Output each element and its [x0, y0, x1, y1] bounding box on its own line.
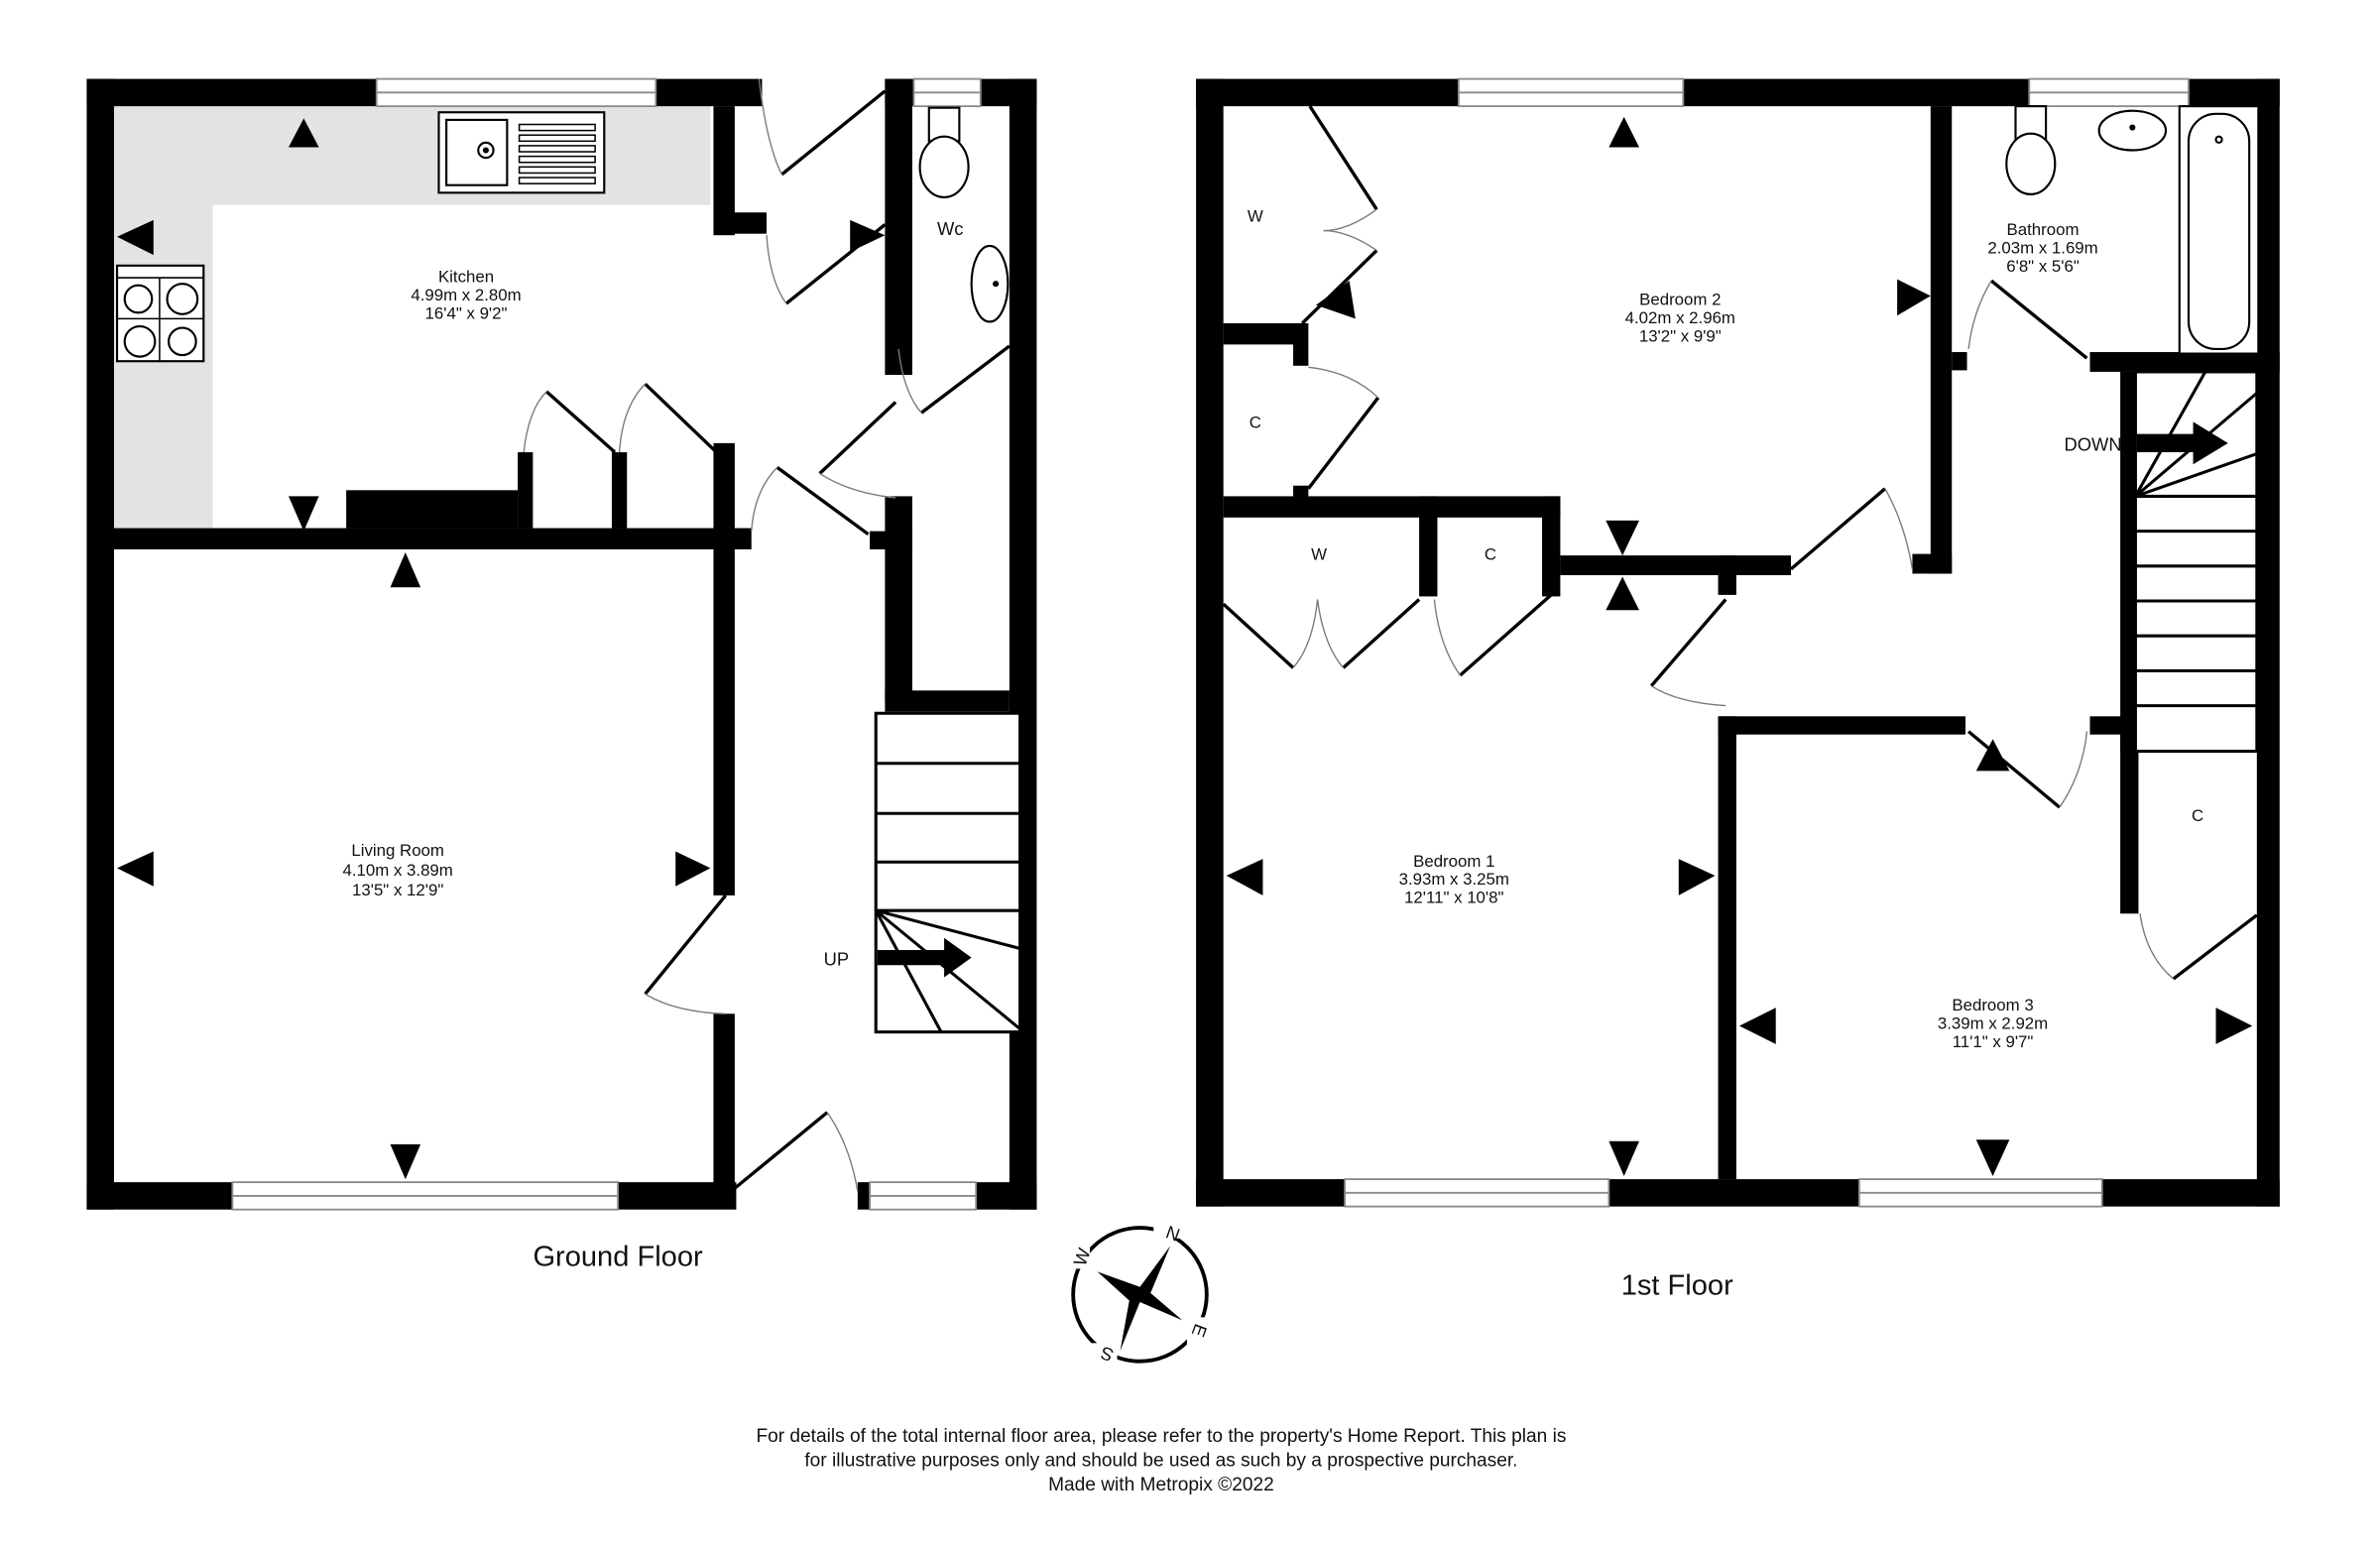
- bedroom-1-window: [1344, 1178, 1610, 1208]
- bathroom-toilet-icon: [2005, 105, 2057, 195]
- bath-tub-icon: [2178, 105, 2260, 355]
- bedroom-2-door[interactable]: [1789, 487, 1914, 571]
- wardrobe-label-1: W: [1248, 206, 1263, 225]
- bedroom-1-label: Bedroom 1: [1413, 852, 1494, 871]
- wardrobe-doors-bedroom-2: [1301, 105, 1378, 325]
- first-floor-title: 1st Floor: [1621, 1269, 1733, 1301]
- cupboard-door-bedroom-3: [2139, 913, 2258, 981]
- first-floor-staircase: [2133, 370, 2259, 754]
- first-floor-orientation-arrows: [1226, 116, 2253, 1177]
- bedroom-3-metric: 3.39m x 2.92m: [1938, 1014, 2048, 1033]
- bedroom-3-door[interactable]: [1966, 730, 2088, 809]
- kitchen-label: Kitchen: [438, 268, 494, 287]
- hall-to-kitchen-door[interactable]: [751, 401, 897, 537]
- down-arrow-icon: [2136, 421, 2228, 465]
- wc-door[interactable]: [897, 344, 1011, 415]
- kitchen-cupboard-doors: [523, 382, 718, 454]
- bedroom-3-imperial: 11'1" x 9'7": [1953, 1032, 2034, 1051]
- down-label: DOWN: [2064, 434, 2121, 455]
- wardrobe-label-2: W: [1311, 545, 1327, 564]
- bathroom-metric: 2.03m x 1.69m: [1987, 239, 2097, 258]
- cupboard-label-1: C: [1250, 414, 1261, 432]
- bedroom-3-window: [1857, 1178, 2103, 1208]
- bathroom-basin-icon: [2097, 109, 2168, 152]
- front-door-window: [869, 1181, 978, 1211]
- living-room-window: [231, 1181, 619, 1211]
- living-room-imperial: 13'5" x 12'9": [352, 881, 443, 899]
- cupboard-label-2: C: [1485, 545, 1496, 564]
- orientation-arrows: [117, 118, 886, 1180]
- toilet-icon: [918, 106, 970, 199]
- bedroom-1-door[interactable]: [1649, 598, 1727, 707]
- bathroom-imperial: 6'8" x 5'6": [2006, 257, 2080, 276]
- bedroom-2-label: Bedroom 2: [1639, 291, 1721, 309]
- ground-staircase: [874, 711, 1022, 1034]
- bathroom-label: Bathroom: [2007, 220, 2080, 239]
- kitchen-counter: [113, 106, 711, 529]
- cupboard-door-bedroom-2: [1307, 366, 1380, 490]
- bedroom-1-metric: 3.93m x 3.25m: [1399, 870, 1509, 889]
- hob-icon: [115, 264, 205, 363]
- ground-floor-plan: Kitchen 4.99m x 2.80m 16'4" x 9'2" Livin…: [86, 77, 1037, 1272]
- up-label: UP: [824, 948, 850, 969]
- bedroom-1-imperial: 12'11" x 10'8": [1404, 889, 1503, 907]
- back-door[interactable]: [758, 78, 887, 177]
- disclaimer: For details of the total internal floor …: [756, 1426, 1566, 1495]
- bedroom-2-window: [1457, 77, 1685, 108]
- kitchen-sink-icon: [437, 111, 606, 194]
- wardrobe-doors-bedroom-1: [1222, 598, 1421, 669]
- bedroom-2-imperial: 13'2" x 9'9": [1639, 326, 1722, 345]
- kitchen-imperial: 16'4" x 9'2": [425, 303, 508, 322]
- front-door[interactable]: [733, 1111, 859, 1192]
- living-room-label: Living Room: [351, 841, 444, 860]
- living-room-metric: 4.10m x 3.89m: [343, 861, 453, 880]
- kitchen-window: [375, 77, 657, 108]
- cupboard-door-bedroom-1: [1433, 593, 1553, 677]
- wc-basin-icon: [970, 244, 1010, 323]
- kitchen-metric: 4.99m x 2.80m: [411, 286, 521, 304]
- living-room-door[interactable]: [644, 894, 728, 1014]
- disclaimer-line-3: Made with Metropix ©2022: [1048, 1475, 1274, 1495]
- wc-label: Wc: [937, 218, 964, 239]
- disclaimer-line-2: for illustrative purposes only and shoul…: [804, 1450, 1517, 1471]
- bathroom-door[interactable]: [1967, 279, 2088, 360]
- ground-floor-title: Ground Floor: [533, 1241, 703, 1272]
- compass-icon: N W E S: [1062, 1214, 1212, 1368]
- up-arrow-icon: [877, 937, 972, 978]
- disclaimer-line-1: For details of the total internal floor …: [756, 1426, 1566, 1447]
- cupboard-label-3: C: [2192, 806, 2203, 825]
- bedroom-2-metric: 4.02m x 2.96m: [1625, 308, 1735, 327]
- compass-e: E: [1188, 1321, 1212, 1340]
- first-floor-plan: Bedroom 2 4.02m x 2.96m 13'2" x 9'9" Bat…: [1196, 77, 2280, 1301]
- bathroom-window: [2028, 77, 2190, 108]
- wc-window: [912, 77, 982, 108]
- bedroom-3-label: Bedroom 3: [1952, 996, 2033, 1014]
